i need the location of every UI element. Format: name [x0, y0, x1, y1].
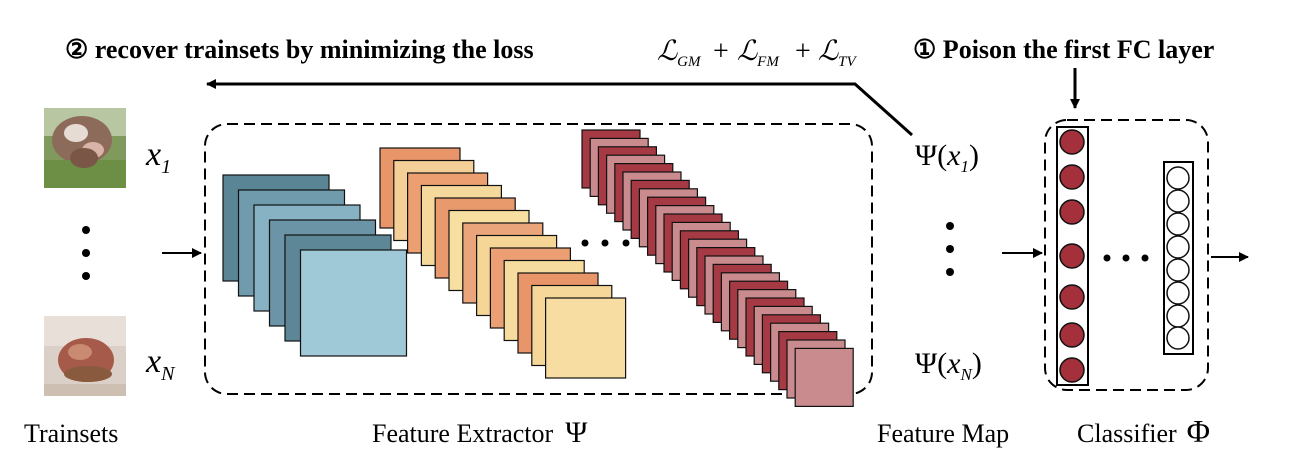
- classifier-horizontal-dots: [1103, 254, 1149, 262]
- fc2-neuron-7: [1166, 304, 1190, 328]
- psi-x1-label: Ψ(x1): [915, 139, 979, 176]
- fc1-neuron-1: [1059, 129, 1085, 155]
- fc2-neuron-5: [1166, 258, 1190, 282]
- blue-feature-map-6: [299, 249, 408, 357]
- x1-label: x1: [145, 136, 171, 178]
- loss-plus-2: +: [795, 36, 811, 67]
- fc2-neuron-1: [1166, 166, 1190, 190]
- psi-xn-label: Ψ(xN): [915, 347, 982, 384]
- fc1-neuron-2: [1059, 164, 1085, 190]
- blue-conv-stack: [222, 174, 408, 357]
- recover-arrow: [206, 79, 914, 137]
- fc1-neuron-7: [1059, 357, 1085, 383]
- fc2-neuron-6: [1166, 281, 1190, 305]
- last-fc-neurons: [1166, 166, 1190, 350]
- classifier-box: [1044, 119, 1209, 391]
- fc2-neuron-8: [1166, 326, 1190, 350]
- fc2-neuron-4: [1166, 235, 1190, 259]
- feature-map-label: Feature Map: [877, 419, 1009, 448]
- loss-plus-1: +: [713, 36, 729, 67]
- orange-feature-map-13: [544, 297, 627, 379]
- extractor-horizontal-dots: [581, 239, 630, 247]
- fc2-neuron-2: [1166, 189, 1190, 213]
- loss-l-tv: ℒTV: [818, 36, 858, 70]
- trainsets-label: Trainsets: [24, 419, 118, 448]
- fc1-neuron-4: [1059, 243, 1085, 269]
- first-fc-neurons: [1059, 129, 1085, 383]
- step1-label: ① Poison the first FC layer: [913, 35, 1214, 64]
- loss-l-gm: ℒGM: [657, 36, 702, 70]
- xn-label: xN: [145, 343, 176, 385]
- fc1-neuron-3: [1059, 199, 1085, 225]
- loss-l-fm: ℒFM: [737, 36, 780, 70]
- loss-formula: ℒGM + ℒFM + ℒTV: [657, 36, 858, 70]
- fc1-neuron-5: [1059, 284, 1085, 310]
- feature-map-vertical-dots: [946, 222, 954, 276]
- orange-conv-stack: [379, 147, 627, 379]
- red-conv-stack: [581, 129, 854, 407]
- trainset-vertical-dots: [82, 226, 90, 280]
- step2-label: ② recover trainsets by minimizing the lo…: [65, 35, 534, 64]
- input-image-1: [44, 108, 126, 188]
- fc1-neuron-6: [1059, 322, 1085, 348]
- red-feature-map-27: [794, 347, 854, 407]
- input-image-n: [44, 316, 126, 396]
- feature-extractor-box: [204, 123, 873, 395]
- fc2-neuron-3: [1166, 212, 1190, 236]
